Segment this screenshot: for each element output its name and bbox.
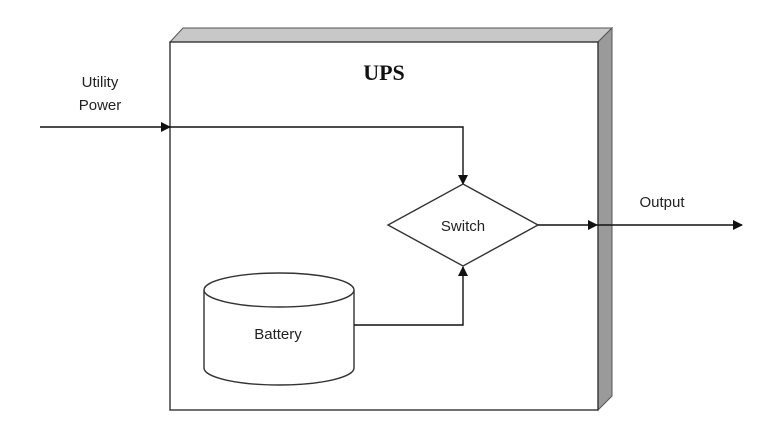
ups-box-top-face <box>168 27 614 43</box>
battery-to-switch-arrow <box>354 266 468 326</box>
output-label: Output <box>639 194 685 211</box>
battery-cylinder <box>203 290 355 386</box>
utility-to-switch-arrow <box>170 126 468 185</box>
utility-power-label-line1: Utility <box>82 74 119 91</box>
battery-label: Battery <box>254 326 302 343</box>
utility-power-label-line2: Power <box>79 97 122 114</box>
battery-top <box>203 272 355 308</box>
ups-title: UPS <box>363 60 405 85</box>
switch-label: Switch <box>441 218 485 235</box>
ups-box-side-face <box>597 26 613 412</box>
